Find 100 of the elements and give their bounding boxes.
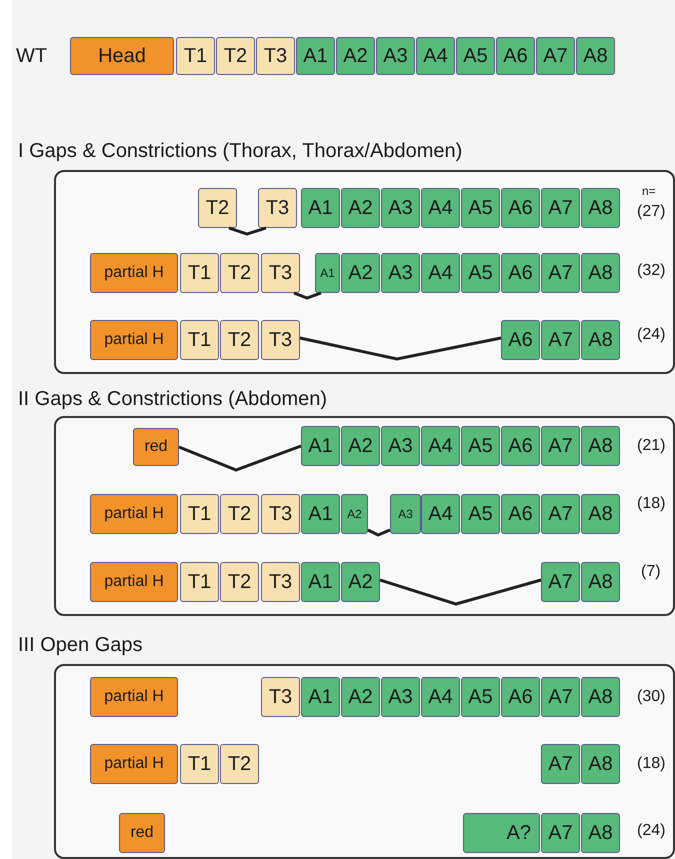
sample-count: (24) <box>637 822 666 840</box>
thorax-segment: T3 <box>261 320 300 360</box>
abdomen-segment: A8 <box>581 494 620 534</box>
abdomen-segment: A5 <box>461 677 500 717</box>
panel-heading: I Gaps & Constrictions (Thorax, Thorax/Abdomen) <box>18 140 462 163</box>
abdomen-segment: A3 <box>381 188 420 228</box>
abdomen-segment: A4 <box>421 494 460 534</box>
abdomen-segment: A8 <box>581 253 620 293</box>
thorax-segment: T1 <box>176 37 215 75</box>
abdomen-segment: A2 <box>341 188 380 228</box>
panel-heading: III Open Gaps <box>18 634 143 657</box>
head-segment: partial H <box>90 562 178 602</box>
abdomen-segment: A7 <box>541 253 580 293</box>
abdomen-segment: A2 <box>341 426 380 466</box>
thorax-segment: T2 <box>220 494 259 534</box>
abdomen-segment: A8 <box>581 744 620 784</box>
abdomen-segment: A7 <box>541 426 580 466</box>
gap-line <box>228 226 266 236</box>
head-segment: red <box>119 813 165 853</box>
head-segment: partial H <box>90 320 178 360</box>
sample-count: (27) <box>637 203 666 221</box>
head-segment: red <box>133 428 179 466</box>
gap-line <box>178 444 302 472</box>
abdomen-segment: A6 <box>501 426 540 466</box>
sample-count: (21) <box>637 437 666 455</box>
abdomen-segment: A5 <box>461 494 500 534</box>
abdomen-segment: A2 <box>341 253 380 293</box>
abdomen-segment: A3 <box>381 426 420 466</box>
abdomen-segment: A8 <box>576 37 615 75</box>
abdomen-segment: A6 <box>501 188 540 228</box>
gap-line <box>367 528 391 537</box>
abdomen-segment: A2 <box>341 562 380 602</box>
abdomen-segment: A7 <box>541 320 580 360</box>
gap-line <box>380 578 542 606</box>
gap-line <box>300 336 502 361</box>
thorax-segment: T3 <box>258 188 297 228</box>
thorax-segment: T2 <box>198 188 237 228</box>
thorax-segment: T1 <box>180 320 219 360</box>
thorax-segment: T1 <box>180 744 219 784</box>
thorax-segment: T3 <box>256 37 295 75</box>
head-segment: partial H <box>90 677 178 717</box>
thorax-segment: T3 <box>261 253 300 293</box>
thorax-segment: T3 <box>261 677 300 717</box>
thorax-segment: T3 <box>261 562 300 602</box>
sample-count: (32) <box>637 262 666 280</box>
abdomen-segment: A5 <box>456 37 495 75</box>
abdomen-segment: A4 <box>416 37 455 75</box>
abdomen-segment: A3 <box>381 253 420 293</box>
thorax-segment: T2 <box>216 37 255 75</box>
abdomen-segment: A1 <box>315 253 340 293</box>
head-segment: partial H <box>90 744 178 784</box>
thorax-segment: T1 <box>180 562 219 602</box>
sample-count: (18) <box>637 495 666 513</box>
sample-count: (18) <box>637 755 666 773</box>
abdomen-segment: A7 <box>541 494 580 534</box>
thorax-segment: T1 <box>180 253 219 293</box>
head-segment: partial H <box>90 253 178 293</box>
sample-count: (7) <box>641 563 661 581</box>
panel-heading: II Gaps & Constrictions (Abdomen) <box>18 388 328 411</box>
abdomen-segment: A7 <box>541 188 580 228</box>
sample-count: (24) <box>637 326 666 344</box>
abdomen-segment: A5 <box>461 188 500 228</box>
abdomen-segment: A1 <box>301 494 340 534</box>
head-segment: Head <box>70 37 174 75</box>
abdomen-segment: A3 <box>381 677 420 717</box>
abdomen-segment: A4 <box>421 677 460 717</box>
abdomen-segment: A8 <box>581 813 620 853</box>
abdomen-segment: A8 <box>581 320 620 360</box>
abdomen-segment: A6 <box>501 677 540 717</box>
abdomen-segment: A? <box>463 813 540 853</box>
abdomen-segment: A8 <box>581 677 620 717</box>
gap-line <box>293 292 322 300</box>
count-header: n= <box>642 184 656 198</box>
abdomen-segment: A6 <box>501 253 540 293</box>
thorax-segment: T1 <box>180 494 219 534</box>
abdomen-segment: A7 <box>541 677 580 717</box>
abdomen-segment: A2 <box>341 677 380 717</box>
thorax-segment: T2 <box>220 562 259 602</box>
abdomen-segment: A1 <box>301 677 340 717</box>
abdomen-segment: A3 <box>390 494 421 534</box>
thorax-segment: T2 <box>220 320 259 360</box>
abdomen-segment: A8 <box>581 188 620 228</box>
abdomen-segment: A8 <box>581 426 620 466</box>
head-segment: partial H <box>90 494 178 534</box>
abdomen-segment: A6 <box>496 37 535 75</box>
sample-count: (30) <box>637 688 666 706</box>
abdomen-segment: A4 <box>421 426 460 466</box>
thorax-segment: T3 <box>261 494 300 534</box>
abdomen-segment: A5 <box>461 253 500 293</box>
thorax-segment: T2 <box>220 253 259 293</box>
abdomen-segment: A1 <box>301 188 340 228</box>
thorax-segment: T2 <box>220 744 259 784</box>
abdomen-segment: A3 <box>376 37 415 75</box>
abdomen-segment: A4 <box>421 253 460 293</box>
abdomen-segment: A6 <box>501 494 540 534</box>
abdomen-segment: A7 <box>541 744 580 784</box>
abdomen-segment: A7 <box>536 37 575 75</box>
row-label: WT <box>16 45 48 68</box>
abdomen-segment: A6 <box>501 320 540 360</box>
abdomen-segment: A1 <box>301 562 340 602</box>
